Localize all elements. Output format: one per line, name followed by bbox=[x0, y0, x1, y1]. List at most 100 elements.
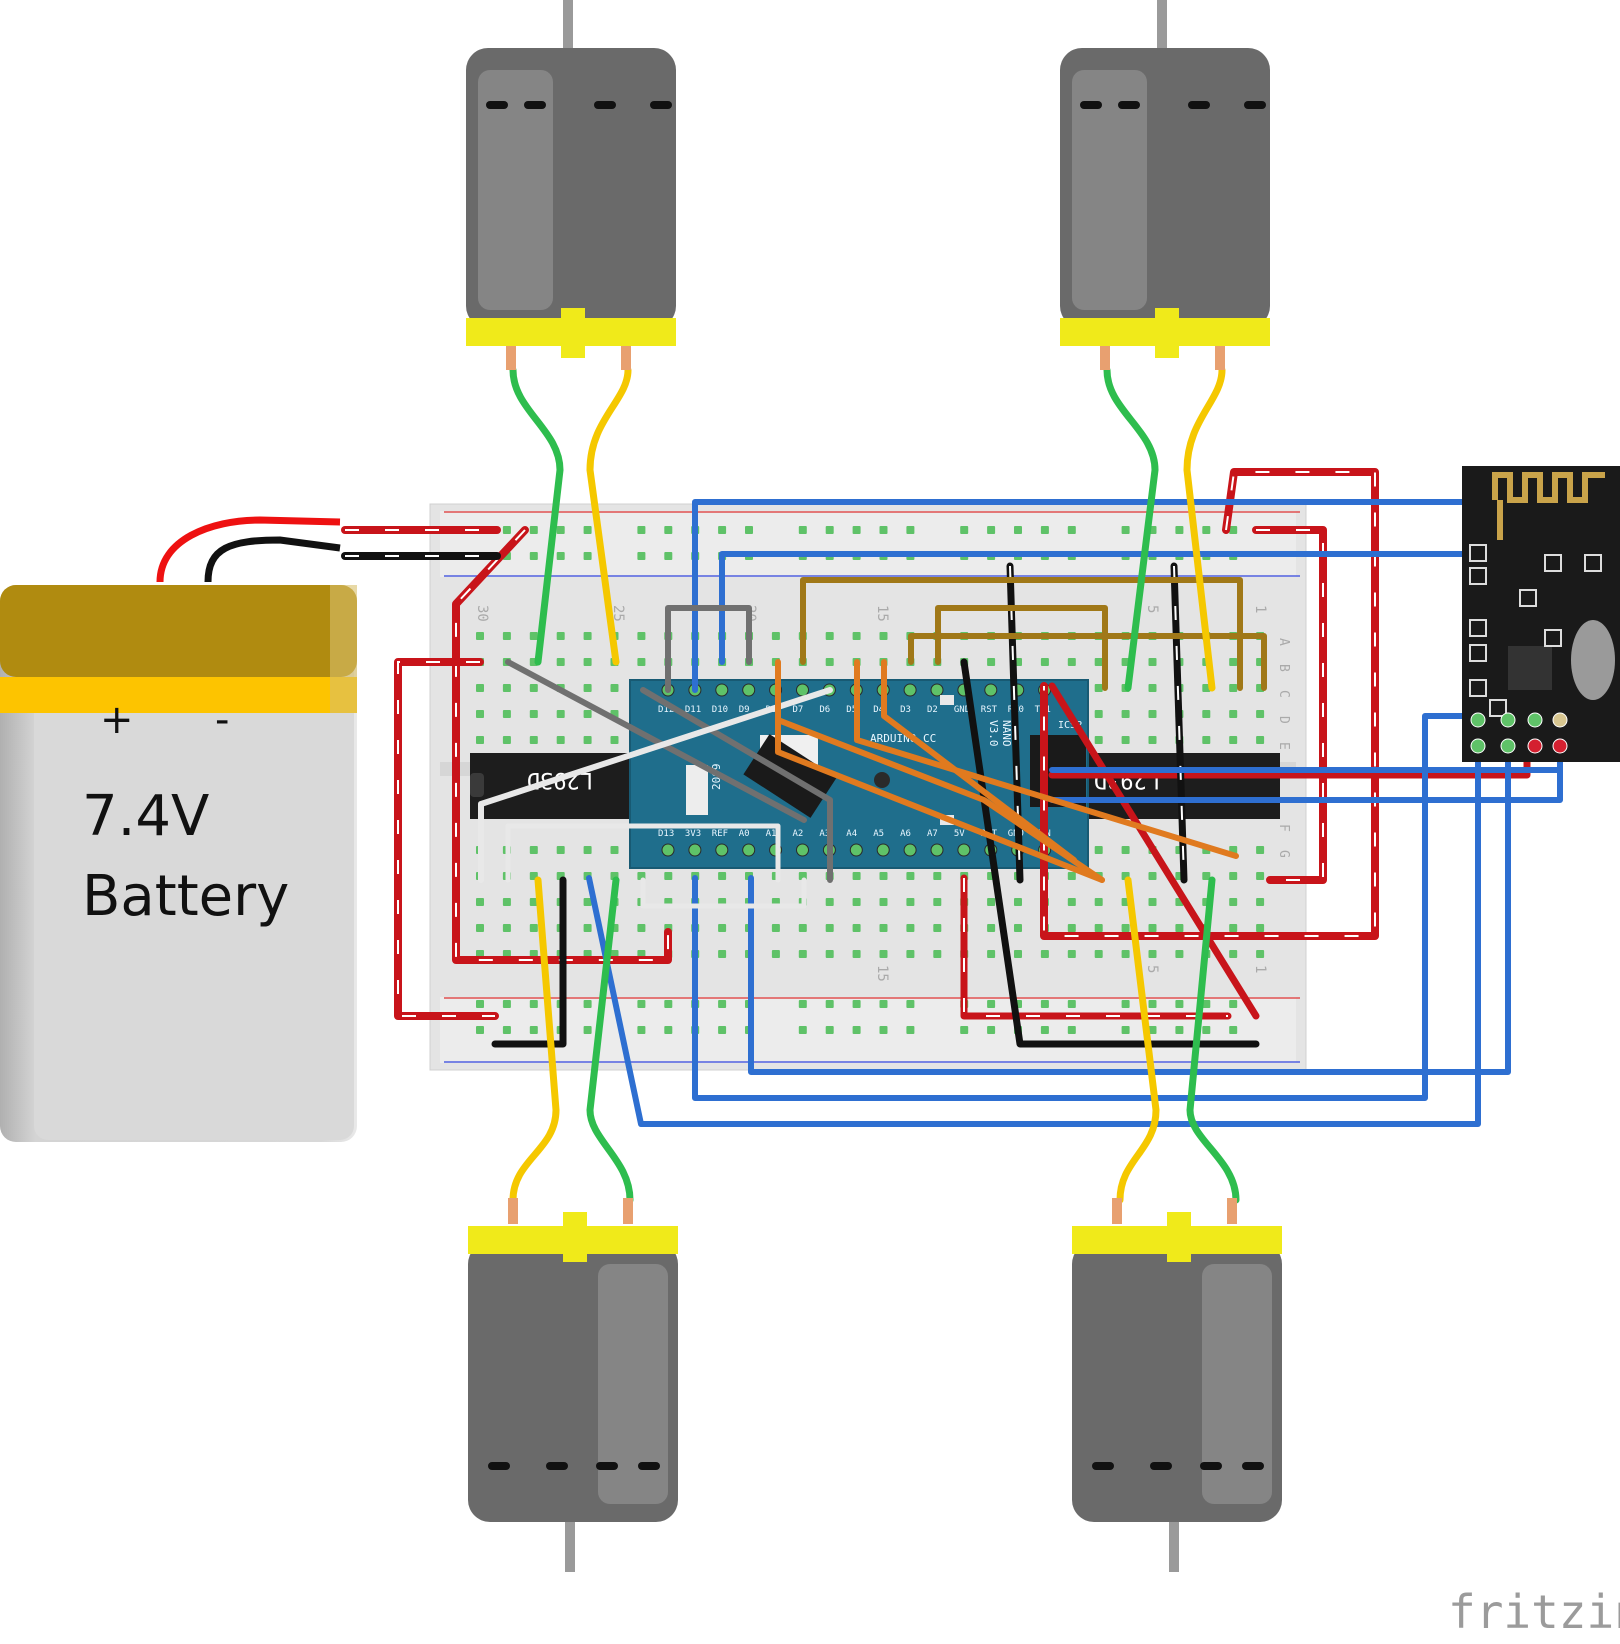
bb-rail-hole bbox=[664, 552, 673, 560]
motor-terminal bbox=[623, 1198, 633, 1224]
bb-row-letter-g: G bbox=[1276, 850, 1291, 858]
bb-col-label-5: 5 bbox=[1144, 605, 1160, 613]
bb-hole bbox=[502, 684, 511, 692]
motor-terminal bbox=[1215, 346, 1225, 370]
bb-hole bbox=[825, 632, 834, 640]
nrf-smd-part bbox=[1544, 554, 1562, 572]
motor-slot bbox=[1200, 1462, 1222, 1470]
bb-hole bbox=[933, 950, 942, 958]
motor-slot bbox=[486, 101, 508, 109]
motor-shaft bbox=[563, 0, 573, 50]
motor-slot bbox=[1188, 101, 1210, 109]
motor-highlight bbox=[478, 70, 553, 310]
motor-boss bbox=[1167, 1212, 1191, 1262]
bb-hole bbox=[476, 898, 484, 906]
wire-highlight bbox=[397, 661, 495, 1017]
nano-bottom-pin bbox=[849, 843, 863, 857]
nrf-pin bbox=[1500, 738, 1516, 754]
bb-hole bbox=[476, 684, 484, 692]
bb-hole bbox=[987, 924, 996, 932]
bb-hole bbox=[798, 950, 807, 958]
bb-rail-hole bbox=[906, 1026, 915, 1034]
motor-slot bbox=[1150, 1462, 1172, 1470]
bb-rail-hole bbox=[879, 526, 888, 534]
nano-top-pin bbox=[742, 683, 756, 697]
bb-rail-hole bbox=[825, 1000, 834, 1008]
bb-hole bbox=[610, 684, 619, 692]
nano-bottom-pin bbox=[957, 843, 971, 857]
bb-rail-hole bbox=[664, 526, 673, 534]
bb-rail-hole bbox=[825, 1026, 834, 1034]
bb-hole bbox=[1148, 924, 1157, 932]
nrf-components bbox=[1469, 544, 1602, 717]
bb-hole bbox=[502, 924, 511, 932]
bb-hole bbox=[1148, 658, 1157, 666]
bb-rail-hole bbox=[1202, 1000, 1211, 1008]
dc-motor bbox=[1060, 0, 1270, 370]
bb-rail-hole bbox=[798, 526, 807, 534]
nrf-pin bbox=[1552, 712, 1568, 728]
bb-hole bbox=[879, 872, 888, 880]
bb-hole bbox=[556, 846, 565, 854]
bb-hole bbox=[556, 658, 565, 666]
bb-hole bbox=[1148, 872, 1157, 880]
bb-rail-hole bbox=[637, 526, 646, 534]
nano-top-pin-label: D2 bbox=[927, 705, 938, 715]
bb-hole bbox=[1094, 924, 1103, 932]
wire bbox=[509, 876, 560, 1204]
bb-rail-hole bbox=[1229, 1000, 1238, 1008]
motor-highlight bbox=[1202, 1264, 1272, 1504]
bb-hole bbox=[879, 632, 888, 640]
wire-highlight bbox=[1043, 471, 1376, 937]
bb-rail-hole bbox=[1040, 1000, 1049, 1008]
bb-hole bbox=[1229, 872, 1238, 880]
bb-rail-hole bbox=[529, 526, 538, 534]
wire-highlight bbox=[963, 878, 1228, 1017]
bb-hole bbox=[1175, 950, 1184, 958]
bb-hole bbox=[529, 898, 538, 906]
bb-rail-hole bbox=[960, 1026, 969, 1034]
wire-highlight bbox=[1009, 565, 1021, 881]
motor-slot bbox=[1242, 1462, 1264, 1470]
bb-hole bbox=[529, 846, 538, 854]
bb-hole bbox=[798, 924, 807, 932]
bb-col-label-15-bottom: 15 bbox=[874, 965, 890, 982]
wire bbox=[1103, 366, 1159, 692]
nano-bottom-pin bbox=[796, 843, 809, 857]
bb-rail-hole bbox=[556, 526, 565, 534]
fritzing-watermark: fritzing bbox=[1448, 1585, 1620, 1639]
bb-hole bbox=[1094, 898, 1103, 906]
nano-bottom-pin-label: 3V3 bbox=[685, 829, 701, 839]
motor-slot bbox=[1118, 101, 1140, 109]
bb-hole bbox=[583, 924, 592, 932]
bb-hole bbox=[1229, 684, 1238, 692]
bb-rail-hole bbox=[476, 1000, 484, 1008]
nrf24l01-module bbox=[1462, 466, 1620, 762]
wire bbox=[509, 366, 564, 666]
bb-hole bbox=[1175, 924, 1184, 932]
nano-top-pin-label: D11 bbox=[685, 705, 701, 715]
nano-bottom-pin bbox=[930, 843, 944, 857]
motor-boss bbox=[1155, 308, 1179, 358]
bb-hole bbox=[1094, 710, 1103, 718]
bb-hole bbox=[771, 950, 780, 958]
bb-rail-hole bbox=[825, 526, 834, 534]
nano-bottom-pin-label: D13 bbox=[658, 829, 674, 839]
bb-rail-hole bbox=[1148, 1000, 1157, 1008]
bb-rail-hole bbox=[1014, 526, 1022, 534]
bb-hole bbox=[1014, 950, 1022, 958]
bb-rail-hole bbox=[664, 1026, 673, 1034]
bb-col-label-1-bottom: 1 bbox=[1252, 965, 1268, 973]
nrf-pin bbox=[1470, 738, 1486, 754]
bb-hole bbox=[1148, 950, 1157, 958]
nano-top-pin-label: GND bbox=[954, 705, 970, 715]
bb-hole bbox=[1229, 736, 1238, 744]
bb-row-letter-a: A bbox=[1276, 638, 1291, 646]
bb-hole bbox=[1256, 898, 1265, 906]
bb-hole bbox=[583, 658, 592, 666]
bb-col-label-15: 15 bbox=[874, 605, 890, 622]
bb-hole bbox=[1067, 950, 1076, 958]
nano-top-pin-label: D10 bbox=[712, 705, 728, 715]
motor-slot bbox=[638, 1462, 660, 1470]
motor-slot bbox=[546, 1462, 568, 1470]
